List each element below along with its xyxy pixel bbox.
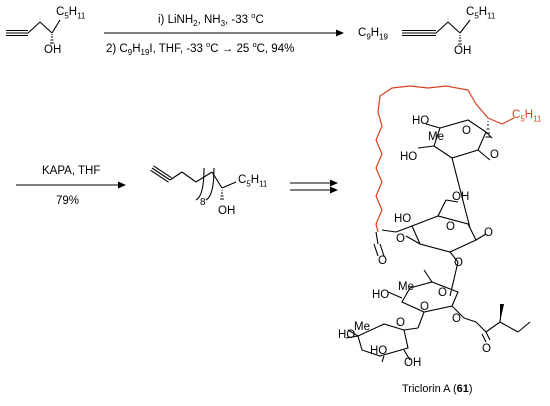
macrocycle-chain [375, 85, 515, 233]
c5h11-label-red: C5H11 [512, 109, 542, 124]
me-label-low: Me [398, 281, 414, 293]
o-label-ring-low: O [438, 287, 447, 299]
starting-alkynol [6, 19, 61, 37]
oh-label-bottom: OH [404, 357, 422, 369]
reagent-step2-line2: 79% [56, 195, 80, 207]
stereo-hash-2 [458, 35, 462, 45]
multi-step-arrow [290, 179, 338, 194]
o-label-ring-mid: O [446, 221, 455, 233]
o-label-ester-mid: O [396, 233, 405, 245]
c5h11-label-2: C5H11 [466, 6, 496, 21]
reagent-step2-line1: KAPA, THF [42, 165, 101, 177]
o-label-glyco-mid: O [484, 227, 493, 239]
caption-number: 61 [456, 383, 469, 395]
ho-label-mid: HO [394, 213, 412, 225]
ho-label-bottom: HO [338, 329, 356, 341]
oh-label-3: OH [218, 205, 236, 217]
wedge-bond [500, 304, 504, 322]
ho-label-top: HO [412, 115, 430, 127]
oh-label-mid: OH [452, 191, 470, 203]
o-label-carbonyl-low: O [482, 343, 491, 355]
oh-label-2: OH [454, 45, 472, 57]
stereo-hash-3 [220, 190, 224, 200]
reaction-arrow-1 [104, 29, 344, 37]
ho-label-top-2: HO [400, 151, 418, 163]
o-label-glyco-top: O [490, 149, 499, 161]
reaction-arrow-2 [16, 181, 126, 189]
c9h19-label: C9H19 [358, 27, 388, 42]
c5h11-label-1: C5H11 [56, 6, 86, 21]
me-label-top: Me [428, 131, 444, 143]
o-label-link-low: O [454, 257, 463, 269]
sugar-framework [345, 119, 531, 363]
o-label-link-bottom: O [420, 301, 429, 313]
reagent-step1-line2: 2) C9H19I, THF, -33 oC → 25 oC, 94% [106, 40, 295, 58]
o-label-ester-low: O [452, 313, 461, 325]
caption-close: ) [468, 383, 473, 395]
stereo-hash-4 [485, 121, 491, 138]
o-label-ring-top: O [462, 125, 471, 137]
internal-alkyne [402, 19, 471, 37]
stereo-hash-1 [50, 34, 54, 44]
c5h11-label-3: C5H11 [238, 174, 268, 189]
compound-caption: Triclorin A (61) [402, 384, 473, 395]
me-label-bottom: Me [354, 321, 370, 333]
ho-label-bottom-2: HO [370, 345, 388, 357]
oh-label-1: OH [44, 44, 62, 56]
ho-label-low: HO [372, 289, 390, 301]
repeat-count-label: 8 [200, 197, 206, 208]
terminal-alkyne-product [150, 165, 237, 201]
o-label-ring-bottom: O [396, 317, 405, 329]
o-label-carbonyl-mid: O [378, 255, 387, 267]
caption-name: Triclorin A ( [402, 383, 457, 395]
reagent-step1-line1: i) LiNH2, NH3, -33 oC [158, 11, 264, 29]
